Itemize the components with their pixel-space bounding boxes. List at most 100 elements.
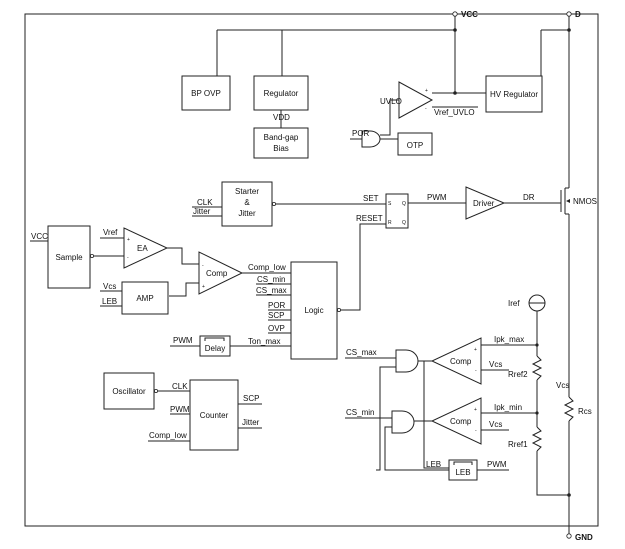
counter-scp-label: SCP <box>243 394 259 403</box>
vcc-rail: VCC <box>216 10 478 95</box>
starter-label-1: Starter <box>235 187 259 196</box>
vref-label: Vref <box>103 228 118 237</box>
ea-amplifier <box>123 227 169 269</box>
leb-block-label: LEB <box>455 468 470 477</box>
starter-jitter-label: Jitter <box>193 207 211 216</box>
oscillator-block <box>103 372 155 410</box>
rref1-resistor-icon <box>531 426 543 452</box>
reset-label: RESET <box>356 214 383 223</box>
ff-q-label: Q <box>402 201 406 207</box>
otp-block <box>397 132 433 156</box>
nmos-label: NMOS <box>573 197 597 206</box>
logic-input-scp: SCP <box>268 311 284 320</box>
oscillator-label: Oscillator <box>112 387 146 396</box>
hv-regulator-block <box>485 75 543 113</box>
logic-block <box>290 261 338 360</box>
comp-upper-minus: - <box>475 368 477 374</box>
uvlo-plus: + <box>425 88 428 94</box>
cs-max-label: CS_max <box>346 348 377 357</box>
rcs-label: Rcs <box>578 407 592 416</box>
vcc-pin-icon <box>452 11 458 17</box>
d-pin-label: D <box>575 10 581 19</box>
vcs-upper-label: Vcs <box>489 360 502 369</box>
vref-uvlo-label: Vref_UVLO <box>434 108 475 117</box>
ff-r-label: R <box>388 220 392 226</box>
cs-min-and-gate <box>391 410 415 434</box>
bandgap-label-2: Bias <box>273 144 289 153</box>
comp-lower-plus: + <box>474 407 477 413</box>
rcs-resistor-icon <box>563 396 575 422</box>
bandgap-label-1: Band-gap <box>264 133 299 142</box>
rref1-label: Rref1 <box>508 440 528 449</box>
hv-regulator-label: HV Regulator <box>490 90 538 99</box>
por-label: POR <box>352 129 370 138</box>
sample-block <box>47 225 91 289</box>
counter-label: Counter <box>200 411 229 420</box>
amp-leb-label: LEB <box>102 297 117 306</box>
logic-input-cs-max: CS_max <box>256 286 287 295</box>
vdd-label: VDD <box>273 113 290 122</box>
ff-s-label: S <box>388 201 392 207</box>
gnd-pin-label: GND <box>575 533 593 542</box>
ea-minus: - <box>127 255 129 261</box>
counter-block <box>189 379 239 451</box>
comp-lower-comparator <box>430 397 482 445</box>
vcs-right-label: Vcs <box>556 381 569 390</box>
comp-lower-label: Comp <box>450 417 472 426</box>
logic-input-cs-min: CS_min <box>257 275 285 284</box>
d-pin-icon <box>566 11 572 17</box>
leb-label: LEB <box>426 460 441 469</box>
bp-ovp-block <box>181 75 231 111</box>
amp-vcs-label: Vcs <box>103 282 116 291</box>
gnd-pin-icon <box>566 533 572 539</box>
iref-source-icon <box>528 294 546 312</box>
starter-clk-label: CLK <box>197 198 213 207</box>
otp-label: OTP <box>407 141 423 150</box>
counter-comp-low-label: Comp_low <box>149 431 187 440</box>
set-label: SET <box>363 194 379 203</box>
vcc-pin-label: VCC <box>461 10 478 19</box>
rref2-resistor-icon <box>531 355 543 381</box>
logic-input-comp-low: Comp_low <box>248 263 286 272</box>
logic-label: Logic <box>304 306 323 315</box>
ipk-max-label: Ipk_max <box>494 335 524 344</box>
uvlo-minus: - <box>425 106 427 112</box>
cs-max-and-gate <box>395 349 419 373</box>
comp-upper-comparator <box>430 337 482 385</box>
leb-pwm-label: PWM <box>487 460 507 469</box>
starter-label-3: Jitter <box>238 209 256 218</box>
comp-plus: + <box>202 284 205 290</box>
iref-label: Iref <box>508 299 520 308</box>
ipk-min-label: Ipk_min <box>494 403 522 412</box>
ff-qb-label: Q <box>402 220 406 226</box>
regulator-label: Regulator <box>264 89 299 98</box>
comp-upper-label: Comp <box>450 357 472 366</box>
sr-flip-flop <box>385 193 409 229</box>
uvlo-label: UVLO <box>380 97 402 106</box>
comp-comparator <box>198 251 244 295</box>
pwm-label: PWM <box>427 193 447 202</box>
amp-label: AMP <box>136 294 153 303</box>
driver-label: Driver <box>473 199 495 208</box>
chip-boundary <box>24 13 599 527</box>
comp-minus: - <box>202 263 204 269</box>
por-and-gate <box>361 130 381 148</box>
bandgap-block <box>253 127 309 159</box>
logic-input-ovp: OVP <box>268 324 285 333</box>
logic-input-ton-max: Ton_max <box>248 337 280 346</box>
sample-label: Sample <box>55 253 83 262</box>
ea-label: EA <box>137 244 148 253</box>
starter-label-2: & <box>244 198 250 207</box>
counter-pwm-label: PWM <box>170 405 190 414</box>
comp-label: Comp <box>206 269 228 278</box>
delay-pwm-label: PWM <box>173 336 193 345</box>
drain-rail: D <box>540 10 581 188</box>
dr-label: DR <box>523 193 535 202</box>
comp-upper-plus: + <box>474 347 477 353</box>
counter-jitter-label: Jitter <box>242 418 260 427</box>
cs-min-label: CS_min <box>346 408 374 417</box>
vcc-input-label: VCC <box>31 232 48 241</box>
bp-ovp-label: BP OVP <box>191 89 221 98</box>
ea-plus: + <box>127 237 130 243</box>
